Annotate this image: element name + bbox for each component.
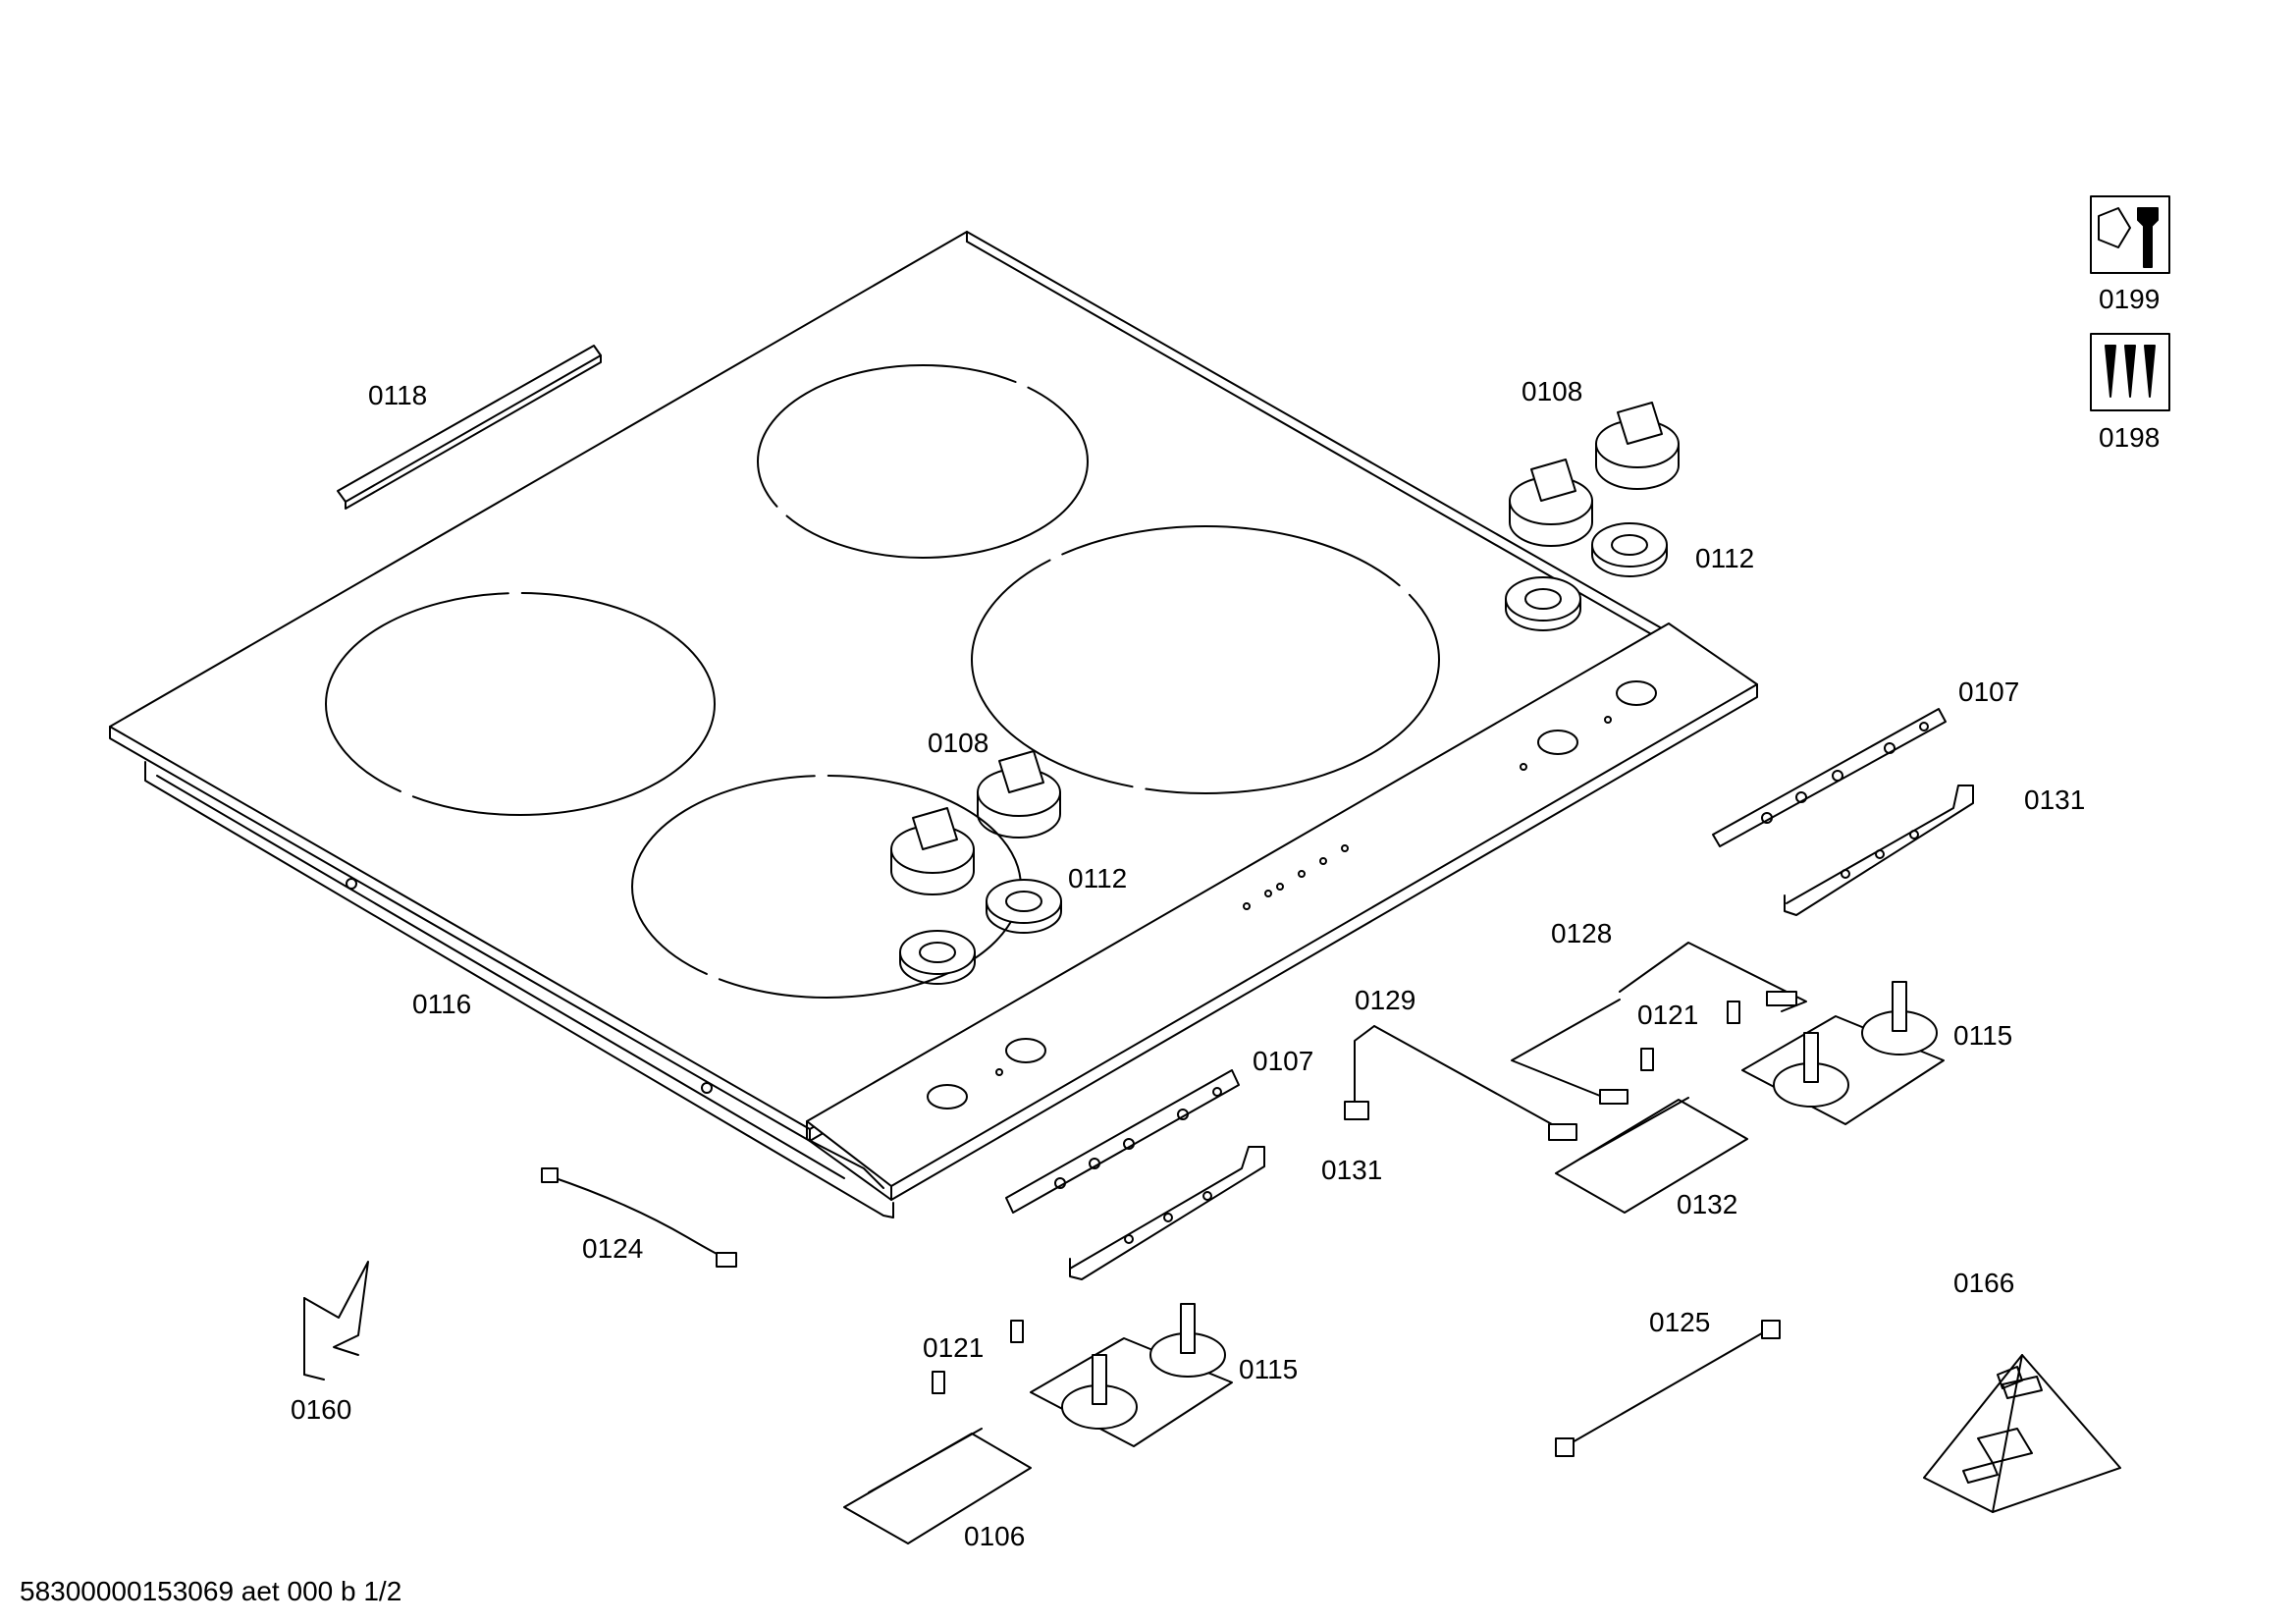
label-0115-bottom: 0115 [1239, 1354, 1298, 1384]
spacer-bolt-icon [932, 1001, 1740, 1394]
control-knob-icon [977, 750, 1061, 839]
label-0108-front: 0108 [928, 728, 988, 758]
knob-ring-icon [986, 879, 1062, 934]
label-0108-top: 0108 [1522, 376, 1582, 406]
label-0128: 0128 [1551, 918, 1612, 948]
mounting-clip [303, 1261, 369, 1380]
label-0198: 0198 [2099, 422, 2160, 453]
energy-regulator-switch [1741, 981, 1945, 1125]
control-knob-icon [890, 807, 975, 895]
control-panel-strip [806, 623, 1758, 1201]
label-0116: 0116 [412, 989, 471, 1019]
energy-regulator-switch [1030, 1303, 1233, 1447]
label-0131-right: 0131 [2024, 785, 2085, 815]
circuit-board [843, 1428, 1032, 1544]
mounting-bracket [1784, 785, 1974, 916]
connecting-cable [1555, 1320, 1781, 1457]
knob-ring-icon [899, 930, 976, 985]
label-0106: 0106 [964, 1521, 1025, 1551]
nut-wrench-icon [2090, 195, 2170, 274]
label-0115-right: 0115 [1953, 1020, 2012, 1051]
mounting-bracket [1069, 1146, 1265, 1280]
sealing-strip [337, 345, 602, 510]
label-0121-bottom: 0121 [923, 1332, 984, 1363]
screws-icon [2090, 333, 2170, 411]
label-0112-top: 0112 [1695, 543, 1754, 573]
label-0112-front: 0112 [1068, 863, 1127, 893]
bracket-plate [1005, 1069, 1240, 1214]
knob-ring-icon [1505, 576, 1581, 631]
label-0125: 0125 [1649, 1307, 1710, 1337]
label-0118: 0118 [368, 380, 427, 410]
cooktop-glass-panel [109, 231, 1663, 1218]
label-0132: 0132 [1677, 1189, 1737, 1219]
wiring-harness [1511, 942, 1807, 1105]
label-0166: 0166 [1953, 1268, 2014, 1298]
control-knob-icon [1509, 459, 1593, 547]
label-0107-center: 0107 [1253, 1046, 1313, 1076]
label-0160: 0160 [291, 1394, 351, 1425]
label-0121-right: 0121 [1637, 1000, 1698, 1030]
label-0107-right: 0107 [1958, 677, 2019, 707]
knob-ring-icon [1591, 522, 1668, 577]
label-0199: 0199 [2099, 284, 2160, 314]
label-0124: 0124 [582, 1233, 643, 1264]
wiring-harness [1344, 1025, 1577, 1141]
connecting-cable [541, 1167, 737, 1268]
part-labels: 0118 0108 0112 0108 0112 0116 0107 0131 … [20, 284, 2160, 1606]
document-id: 58300000153069 aet 000 b 1/2 [20, 1576, 401, 1606]
bracket-plate [1712, 708, 1947, 847]
label-0129: 0129 [1355, 985, 1415, 1015]
label-0131-center: 0131 [1321, 1155, 1382, 1185]
circuit-board [1555, 1097, 1748, 1214]
fixing-kit-bag [1923, 1354, 2121, 1513]
control-knob-icon [1595, 402, 1680, 490]
